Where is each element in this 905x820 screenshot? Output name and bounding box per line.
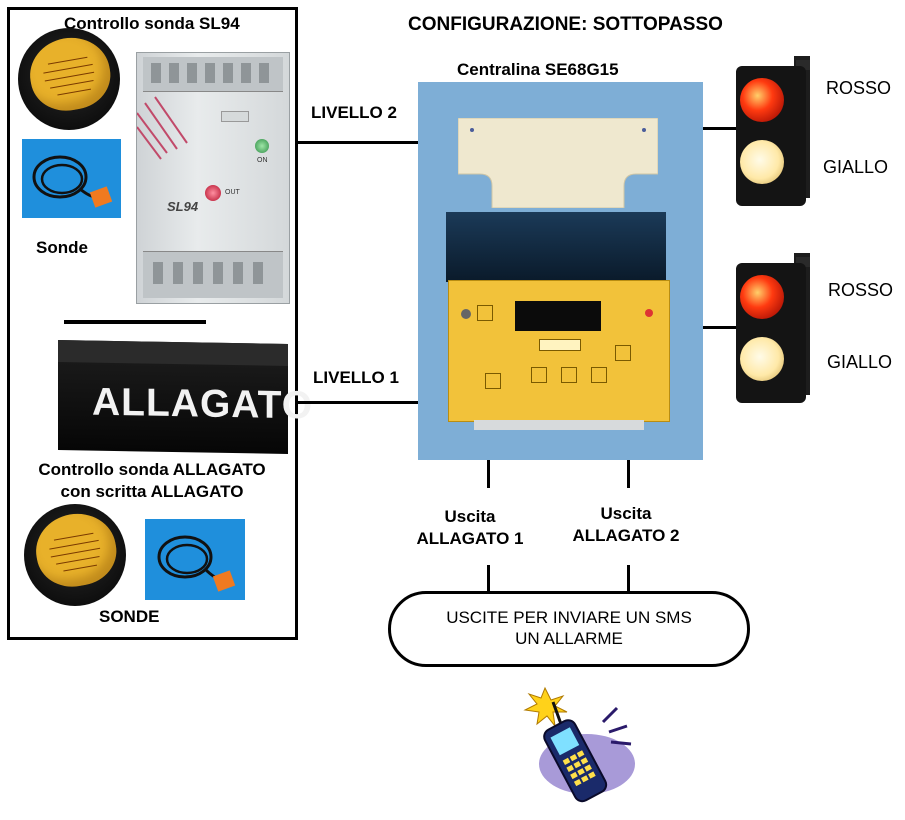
page-title: CONFIGURAZIONE: SOTTOPASSO [408, 14, 723, 35]
probe-puck-image [18, 28, 120, 130]
allagato-title: Controllo sonda ALLAGATO con scritta ALL… [12, 459, 292, 503]
sl94-out-label: OUT [225, 189, 240, 196]
sl94-module-image: ON OUT SL94 [136, 52, 290, 304]
sl94-on-label: ON [257, 157, 268, 164]
sms-box-line1: USCITE PER INVIARE UN SMS [446, 608, 692, 627]
allagato-sign-image: ALLAGATO [58, 339, 313, 455]
traffic-light-2-connector [703, 326, 740, 329]
output-2-connector-bottom [627, 565, 630, 591]
traffic-light-2-yellow-label: GIALLO [827, 352, 893, 372]
red-lamp-icon [740, 78, 784, 122]
cable-icon [32, 155, 113, 208]
output-2-connector-top [627, 460, 630, 488]
traffic-light-1-yellow-label: GIALLO [823, 157, 889, 177]
mobile-phone-icon [523, 686, 635, 803]
sl94-title: Controllo sonda SL94 [64, 14, 240, 33]
output-1-line2: ALLAGATO 1 [416, 529, 524, 548]
sl94-on-led-icon [255, 139, 269, 153]
central-unit-title: Centralina SE68G15 [457, 60, 619, 79]
sonde-label: Sonde [36, 238, 88, 257]
yellow-lamp-icon [740, 140, 784, 184]
traffic-light-2 [736, 249, 816, 403]
output-1-connector-bottom [487, 565, 490, 591]
level1-label: LIVELLO 1 [313, 368, 399, 387]
level2-label: LIVELLO 2 [311, 103, 397, 122]
sms-output-box: USCITE PER INVIARE UN SMS UN ALLARME [388, 591, 750, 667]
output-1-connector-top [487, 460, 490, 488]
sensor-panel [7, 7, 298, 640]
allagato-title-line2: con scritta ALLAGATO [60, 482, 244, 501]
central-unit-image [418, 82, 703, 460]
allagato-sign-text: ALLAGATO [92, 380, 314, 428]
sl94-model-text: SL94 [167, 199, 199, 214]
yellow-lamp-icon [740, 337, 784, 381]
probe-cable-image [22, 139, 121, 218]
output-2-line2: ALLAGATO 2 [572, 526, 680, 545]
output-2-line1: Uscita [600, 504, 652, 523]
traffic-light-1 [736, 52, 816, 206]
allagato-title-line1: Controllo sonda ALLAGATO [38, 460, 266, 479]
output-1-label: Uscita ALLAGATO 1 [400, 506, 540, 550]
traffic-light-1-red-label: ROSSO [826, 78, 892, 98]
probe-puck-image-2 [24, 504, 126, 606]
output-2-label: Uscita ALLAGATO 2 [556, 503, 696, 547]
cable-icon [157, 535, 236, 592]
central-front-panel [448, 280, 670, 422]
sonde-upper-label: SONDE [99, 607, 160, 626]
probe-cable-image-2 [145, 519, 245, 600]
level1-connector [298, 401, 418, 404]
red-lamp-icon [740, 275, 784, 319]
traffic-light-2-red-label: ROSSO [828, 280, 894, 300]
sms-box-line2: UN ALLARME [515, 629, 623, 648]
output-1-line1: Uscita [444, 507, 496, 526]
panel-divider [64, 320, 206, 324]
sl94-out-led-icon [205, 185, 221, 201]
traffic-light-1-connector [703, 127, 740, 130]
level2-connector [298, 141, 418, 144]
